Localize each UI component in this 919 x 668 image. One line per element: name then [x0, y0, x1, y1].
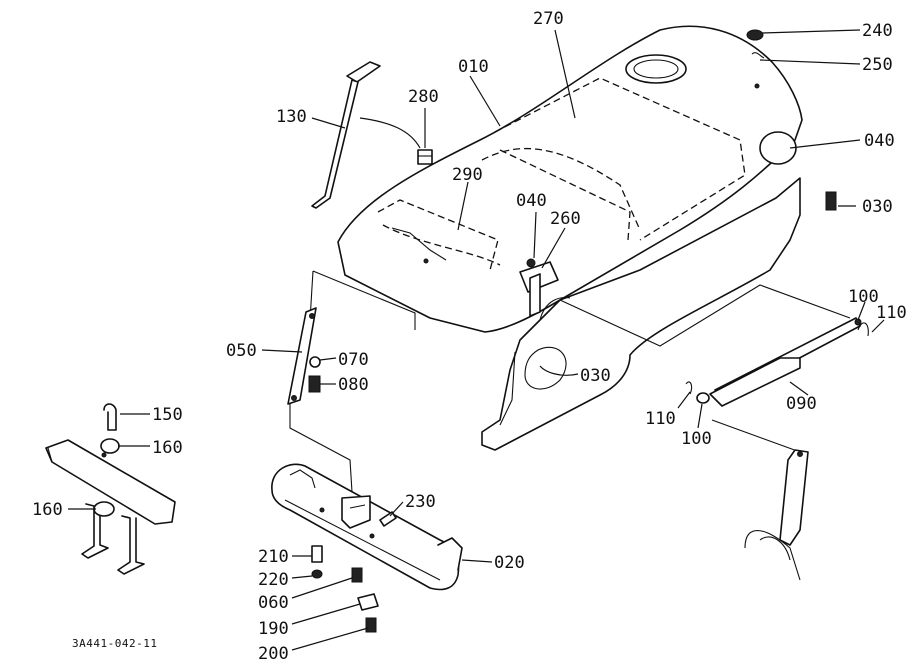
callout-230: 230 — [405, 492, 436, 512]
callout-240: 240 — [862, 21, 893, 41]
callout-090: 090 — [786, 394, 817, 414]
callout-210: 210 — [258, 547, 289, 567]
callout-110: 110 — [876, 303, 907, 323]
callout-130: 130 — [276, 107, 307, 127]
callout-190: 190 — [258, 619, 289, 639]
callout-030: 030 — [580, 366, 611, 386]
stay-rod-part — [311, 61, 381, 209]
hood-stay-050 — [287, 307, 321, 405]
leader-lines — [68, 29, 885, 651]
callout-160: 160 — [152, 438, 183, 458]
callout-160: 160 — [32, 500, 63, 520]
bolt-060 — [351, 567, 363, 583]
callout-070: 070 — [338, 350, 369, 370]
callout-060: 060 — [258, 593, 289, 613]
callout-250: 250 — [862, 55, 893, 75]
knob-240 — [746, 29, 765, 59]
latch-260 — [519, 258, 559, 317]
diagram-code: 3A441-042-11 — [72, 637, 157, 650]
callout-270: 270 — [533, 9, 564, 29]
plate-190 — [357, 593, 379, 611]
bolt-200 — [365, 617, 377, 633]
nut-210 — [311, 545, 323, 563]
callout-040: 040 — [864, 131, 895, 151]
callout-020: 020 — [494, 553, 525, 573]
callout-080: 080 — [338, 375, 369, 395]
callout-030: 030 — [862, 197, 893, 217]
callout-labels: 240 270 010 250 130 280 040 290 040 030 … — [32, 9, 907, 664]
callout-150: 150 — [152, 405, 183, 425]
lower-support — [744, 449, 809, 581]
callout-260: 260 — [550, 209, 581, 229]
callout-100: 100 — [681, 429, 712, 449]
rubber-cushion-280 — [417, 149, 433, 165]
callout-220: 220 — [258, 570, 289, 590]
hood-side-panel — [481, 177, 801, 451]
callout-200: 200 — [258, 644, 289, 664]
callout-110: 110 — [645, 409, 676, 429]
link-rod-090 — [685, 317, 869, 407]
callout-280: 280 — [408, 87, 439, 107]
callout-010: 010 — [458, 57, 489, 77]
front-bumper-020 — [271, 463, 463, 591]
front-bracket — [45, 403, 176, 575]
callout-050: 050 — [226, 341, 257, 361]
callout-040: 040 — [516, 191, 547, 211]
hood-part — [337, 25, 803, 333]
callout-290: 290 — [452, 165, 483, 185]
callout-100: 100 — [848, 287, 879, 307]
washer-220 — [311, 569, 323, 579]
bolt-230 — [379, 511, 397, 527]
bolt-030-upper — [825, 191, 837, 211]
guide-lines — [289, 270, 851, 493]
